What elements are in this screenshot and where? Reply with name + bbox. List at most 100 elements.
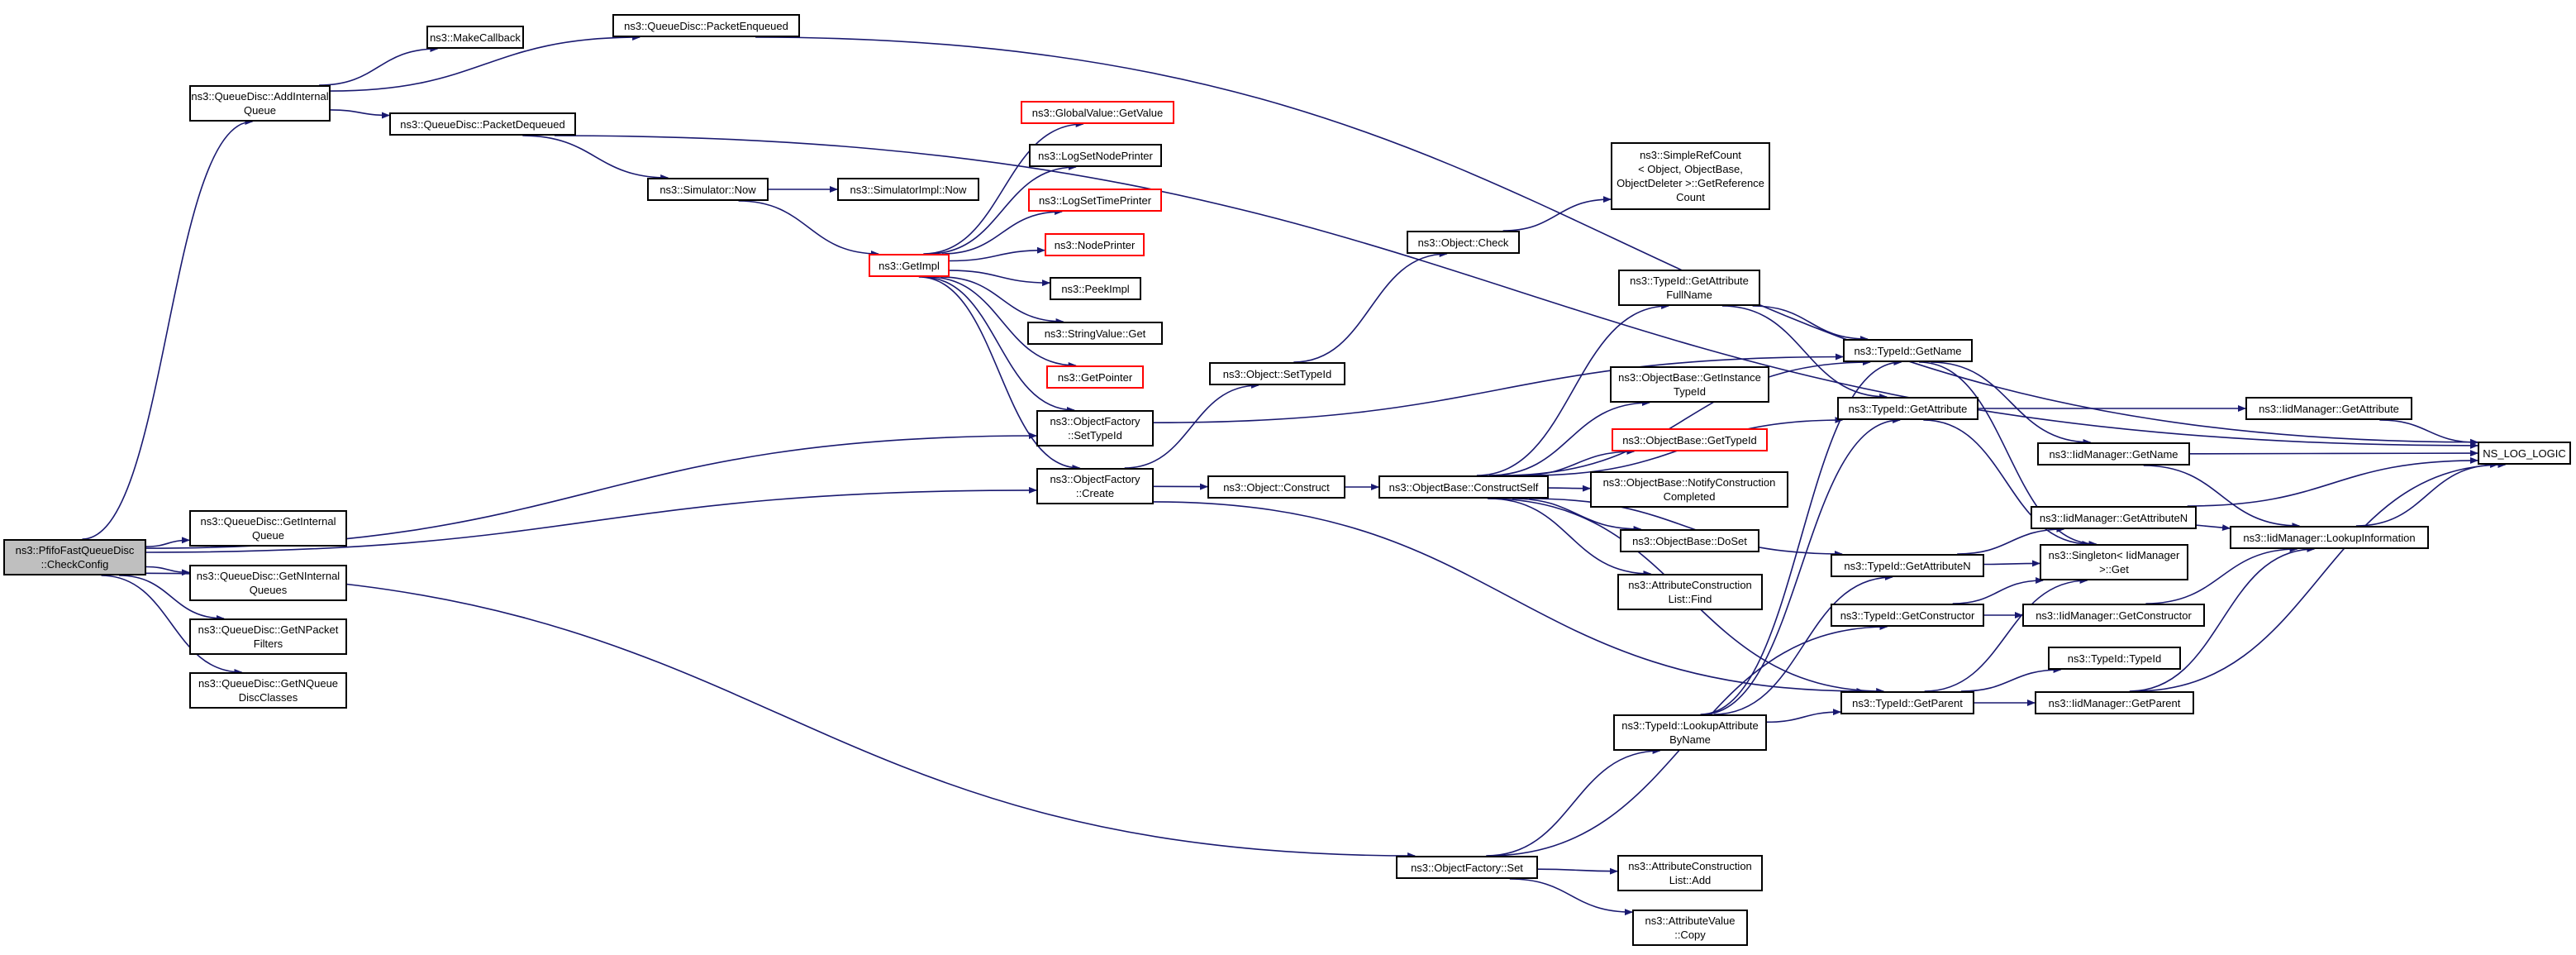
edge-object-factory-create-to-type-id-get-parent — [1153, 501, 1865, 695]
node-type-id-get-name[interactable]: ns3::TypeId::GetName — [1843, 339, 1973, 362]
node-ns-log-logic[interactable]: NS_LOG_LOGIC — [2478, 442, 2571, 465]
node-packet-enqueued[interactable]: ns3::QueueDisc::PacketEnqueued — [612, 14, 800, 37]
edge-iid-get-constructor-to-iid-lookup-information — [2145, 546, 2298, 604]
node-label-line: ns3::LogSetTimePrinter — [1038, 193, 1152, 207]
node-label-line: ns3::TypeId::GetParent — [1852, 696, 1963, 709]
node-label-line: Count — [1676, 191, 1705, 203]
edge-get-impl-to-get-pointer — [928, 276, 1077, 369]
edge-iid-get-name-to-ns-log-logic — [2189, 450, 2478, 457]
node-get-impl[interactable]: ns3::GetImpl — [869, 254, 950, 277]
node-type-id-get-attribute-n[interactable]: ns3::TypeId::GetAttributeN — [1831, 554, 1984, 577]
edge-add-internal-queue-to-packet-enqueued — [330, 34, 641, 92]
edge-type-id-get-attribute-n-to-singleton-get — [1983, 560, 2040, 567]
node-iid-get-parent[interactable]: ns3::IidManager::GetParent — [2035, 691, 2194, 714]
node-attribute-value-copy[interactable]: ns3::AttributeValue::Copy — [1632, 910, 1748, 946]
node-iid-get-attribute-n[interactable]: ns3::IidManager::GetAttributeN — [2031, 506, 2197, 529]
node-object-factory-set-type-id[interactable]: ns3::ObjectFactory::SetTypeId — [1036, 410, 1154, 446]
edge-root-to-get-nqueue-disc-classes — [101, 575, 243, 676]
node-object-construct[interactable]: ns3::Object::Construct — [1207, 475, 1345, 499]
node-log-set-node-printer[interactable]: ns3::LogSetNodePrinter — [1029, 144, 1162, 167]
node-type-id-get-constructor[interactable]: ns3::TypeId::GetConstructor — [1831, 604, 1984, 627]
node-label-line: Completed — [1663, 490, 1716, 503]
edge-type-id-get-parent-to-type-id-type-id — [1960, 666, 2062, 692]
node-label-line: ns3::GetPointer — [1057, 370, 1133, 384]
node-simulator-impl-now[interactable]: ns3::SimulatorImpl::Now — [837, 178, 979, 201]
node-label-line: ns3::ObjectBase::GetInstance — [1618, 371, 1761, 384]
node-simple-ref-count[interactable]: ns3::SimpleRefCount< Object, ObjectBase,… — [1611, 142, 1770, 210]
node-global-value-get-value[interactable]: ns3::GlobalValue::GetValue — [1021, 101, 1174, 124]
node-label-line: ns3::QueueDisc::GetNQueue — [198, 677, 339, 690]
node-iid-get-constructor[interactable]: ns3::IidManager::GetConstructor — [2022, 604, 2205, 627]
node-label-line: ns3::IidManager::GetAttribute — [2259, 402, 2399, 415]
edge-iid-get-attribute-n-to-ns-log-logic — [2187, 456, 2478, 507]
edge-type-id-get-name-to-singleton-get — [1919, 361, 2097, 547]
node-label-line: ::Copy — [1674, 929, 1706, 941]
edge-object-check-to-simple-ref-count — [1502, 196, 1612, 232]
edge-root-to-get-internal-queue — [145, 537, 190, 547]
node-label-line: ns3::AttributeValue — [1645, 914, 1736, 927]
node-label-line: ns3::QueueDisc::PacketDequeued — [400, 117, 565, 131]
node-object-factory-set[interactable]: ns3::ObjectFactory::Set — [1396, 856, 1538, 879]
edge-type-id-get-constructor-to-singleton-get — [1952, 577, 2045, 604]
edge-construct-self-to-get-instance-type-id — [1488, 399, 1650, 476]
node-iid-get-attribute[interactable]: ns3::IidManager::GetAttribute — [2245, 397, 2412, 420]
node-iid-get-name[interactable]: ns3::IidManager::GetName — [2037, 442, 2190, 466]
node-label-line: ns3::ObjectFactory — [1050, 415, 1140, 427]
edge-iid-lookup-information-to-ns-log-logic — [2355, 461, 2499, 527]
node-label-line: Queue — [243, 104, 277, 117]
node-construct-self[interactable]: ns3::ObjectBase::ConstructSelf — [1378, 475, 1549, 499]
node-object-factory-create[interactable]: ns3::ObjectFactory::Create — [1036, 468, 1154, 504]
node-packet-dequeued[interactable]: ns3::QueueDisc::PacketDequeued — [389, 112, 576, 136]
node-log-set-time-printer[interactable]: ns3::LogSetTimePrinter — [1028, 189, 1162, 212]
node-label-line: ns3::GetImpl — [879, 259, 940, 272]
node-type-id-get-parent[interactable]: ns3::TypeId::GetParent — [1840, 691, 1974, 714]
node-label-line: ns3::Object::SetTypeId — [1222, 367, 1332, 380]
node-label-line: ns3::SimpleRefCount — [1640, 149, 1741, 161]
node-iid-lookup-information[interactable]: ns3::IidManager::LookupInformation — [2230, 526, 2429, 549]
edge-iid-get-attribute-n-to-iid-lookup-information — [2196, 524, 2231, 532]
node-do-set[interactable]: ns3::ObjectBase::DoSet — [1620, 529, 1759, 552]
edge-type-id-get-name-to-iid-get-name — [1931, 361, 2092, 446]
node-object-check[interactable]: ns3::Object::Check — [1407, 231, 1520, 254]
node-label-line: ns3::AttributeConstruction — [1628, 860, 1752, 872]
node-label-line: ns3::Object::Check — [1417, 236, 1509, 249]
node-label-line: ns3::QueueDisc::GetInternal — [200, 515, 336, 528]
edge-get-attribute-full-name-to-type-id-get-attribute — [1721, 305, 1888, 400]
node-type-id-get-attribute[interactable]: ns3::TypeId::GetAttribute — [1837, 397, 1978, 420]
node-object-base-get-type-id[interactable]: ns3::ObjectBase::GetTypeId — [1612, 428, 1768, 451]
node-label-line: DiscClasses — [238, 691, 298, 704]
node-label-line: ::Create — [1075, 487, 1115, 499]
node-label-line: ns3::ObjectBase::DoSet — [1632, 534, 1747, 547]
node-label-line: ns3::QueueDisc::GetNInternal — [196, 570, 340, 582]
node-label-line: ns3::TypeId::TypeId — [2067, 652, 2162, 665]
node-type-id-type-id[interactable]: ns3::TypeId::TypeId — [2048, 647, 2181, 670]
node-label-line: ns3::MakeCallback — [430, 31, 521, 44]
node-label-line: ns3::ObjectFactory — [1050, 473, 1140, 485]
edge-object-factory-create-to-object-set-type-id — [1124, 382, 1259, 469]
node-singleton-get[interactable]: ns3::Singleton< IidManager>::Get — [2040, 544, 2188, 580]
node-get-pointer[interactable]: ns3::GetPointer — [1046, 365, 1144, 389]
node-object-set-type-id[interactable]: ns3::Object::SetTypeId — [1209, 362, 1345, 385]
node-peek-impl[interactable]: ns3::PeekImpl — [1050, 277, 1141, 300]
node-simulator-now[interactable]: ns3::Simulator::Now — [647, 178, 769, 201]
edge-object-factory-set-to-attribute-value-copy — [1509, 878, 1633, 916]
node-label-line: NS_LOG_LOGIC — [2483, 446, 2566, 460]
edge-construct-self-to-attr-list-find — [1488, 498, 1652, 577]
edge-lookup-attribute-by-name-to-type-id-get-parent — [1766, 709, 1841, 723]
node-make-callback[interactable]: ns3::MakeCallback — [426, 26, 524, 49]
edge-iid-get-parent-to-iid-lookup-information — [2129, 546, 2316, 692]
node-string-value-get[interactable]: ns3::StringValue::Get — [1027, 322, 1163, 345]
node-label-line: ns3::AttributeConstruction — [1628, 579, 1752, 591]
node-node-printer[interactable]: ns3::NodePrinter — [1045, 233, 1145, 256]
